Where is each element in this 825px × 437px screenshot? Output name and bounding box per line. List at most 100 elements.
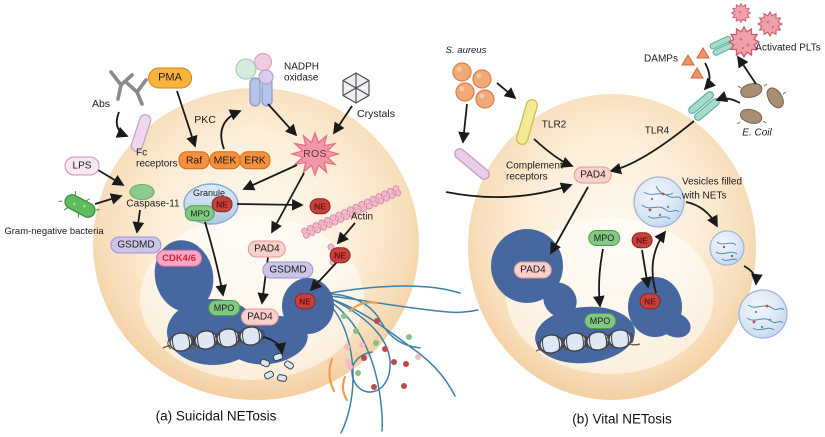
label-caspase-11: Caspase-11 <box>126 198 180 210</box>
label-gram-negative-bacteria: Gram-negative bacteria <box>4 225 104 237</box>
activated-platelets <box>728 3 783 58</box>
complement-receptor-rod <box>454 148 490 180</box>
damp-triangles <box>681 47 710 79</box>
arrow-crystals-to-ros <box>333 105 353 135</box>
arrow-chromatin-release <box>262 336 287 355</box>
badge-pma: PMA <box>148 67 192 89</box>
arrow-bacteria-to-caspase <box>94 193 123 205</box>
arrow-tlr2-to-pad4 <box>533 138 574 168</box>
actin-filament <box>299 185 402 266</box>
label-fc-line1: Fc <box>136 147 148 159</box>
arrow-ecoli-to-platelets <box>737 55 757 85</box>
label-tlr2: TLR2 <box>541 119 567 131</box>
badge-pad4-nucleus-b: PAD4 <box>513 261 553 279</box>
badge-gsdmd-lower: GSDMD <box>262 261 314 279</box>
tlr4-rod <box>688 91 720 121</box>
arrow-actin-to-beads <box>336 222 356 245</box>
label-nadph-line1: NADPH <box>284 61 320 73</box>
badge-cdk4-6: CDK4/6 <box>156 249 202 267</box>
label-pkc: PKC <box>194 114 216 127</box>
net-fibers <box>329 285 479 434</box>
arrow-complement-to-pad4 <box>445 182 573 199</box>
label-ros: ROS <box>303 148 327 161</box>
e-coli-cluster <box>736 80 788 126</box>
badge-ne-below-actin: NE <box>329 247 351 263</box>
label-activated-plts: Activated PLTs <box>755 42 821 54</box>
arrow-abs-to-fc <box>115 111 129 138</box>
net-granule-dots <box>341 313 421 390</box>
label-nadph-line2: oxidase <box>284 72 319 84</box>
label-granule: Granule <box>192 188 226 199</box>
label-complement-line1: Complement <box>506 160 563 172</box>
arrow-ecoli-to-tlr4 <box>715 91 741 104</box>
label-e-coil: E. Coil <box>742 127 772 139</box>
net-fiber-orange-strands <box>328 301 379 402</box>
label-actin: Actin <box>350 211 374 223</box>
arrow-ros-to-pad4 <box>271 172 305 234</box>
arrow-pma-to-raf <box>176 90 198 148</box>
badge-raf: Raf <box>178 151 210 169</box>
badge-ne-nucleus-a: NE <box>294 293 316 309</box>
badge-mek: MEK <box>209 151 241 169</box>
arrow-mpo-to-nucleus-b <box>593 248 605 308</box>
badge-pad4-nucleus-a: PAD4 <box>240 308 280 326</box>
arrow-ne-to-nucleus-b <box>640 249 653 289</box>
platelet-bound-rod <box>709 35 735 56</box>
label-vesicles-line1: Vesicles filled <box>682 176 743 188</box>
fc-receptor-rod <box>130 114 152 152</box>
crystal-icon <box>342 72 370 104</box>
vesicle-released <box>738 289 788 339</box>
arrows-panel-a <box>94 90 356 355</box>
badge-mpo-nucleus-b: MPO <box>584 313 616 329</box>
badge-granule-ne: NE <box>211 196 233 212</box>
badge-erk: ERK <box>239 151 271 169</box>
badge-pad4-cytoplasm: PAD4 <box>247 240 287 258</box>
arrow-vesicle-release <box>743 265 763 286</box>
arrow-caspase-to-gsdmd <box>132 209 145 234</box>
arrow-pad4-to-nucleus-b <box>550 186 589 255</box>
label-tlr4: TLR4 <box>644 125 670 137</box>
arrow-nucleus-to-vesicle <box>651 230 667 294</box>
badge-ne-nucleus-b: NE <box>639 293 661 309</box>
gram-negative-bacterium <box>58 191 100 218</box>
nadph-oxidase-icon <box>235 52 274 107</box>
chromatin-a <box>162 325 267 354</box>
tlr2-rod <box>516 99 538 145</box>
arrow-saureus-to-tlr2 <box>496 82 517 100</box>
arrow-lps-to-caspase <box>97 169 125 186</box>
vesicle-large <box>633 176 685 228</box>
caption-panel-a: (a) Suicidal NETosis <box>155 408 277 424</box>
arrow-mpo-to-nucleus <box>204 221 227 297</box>
arrow-ne-to-actin <box>236 198 304 211</box>
badge-lps: LPS <box>64 156 100 176</box>
badge-pad4-membrane-b: PAD4 <box>573 166 613 184</box>
badge-ne-near-actin: NE <box>309 198 331 214</box>
caption-panel-b: (b) Vital NETosis <box>572 411 672 427</box>
caspase-oval <box>129 183 155 201</box>
arrow-ros-to-granule <box>242 164 298 191</box>
badge-gsdmd-upper: GSDMD <box>110 236 162 254</box>
arrow-tlr4-to-pad4 <box>609 120 695 175</box>
label-complement-line2: receptors <box>506 171 548 183</box>
label-fc-line2: receptors <box>136 158 178 170</box>
arrow-nadph-to-ros <box>267 103 298 137</box>
arrow-damps-to-tlr4 <box>703 62 716 91</box>
badge-mpo-nucleus-a: MPO <box>208 300 240 316</box>
label-vesicles-line2: with NETs <box>682 190 727 202</box>
arrow-erk-to-nadph <box>220 109 242 150</box>
arrow-ne-to-nucleus <box>309 261 338 292</box>
badge-ne-cytoplasm-b: NE <box>631 232 653 248</box>
vesicle-budding <box>709 230 745 266</box>
label-abs: Abs <box>91 98 111 111</box>
s-aureus-cluster <box>452 62 495 109</box>
badge-granule-mpo: MPO <box>184 205 216 221</box>
label-crystals: Crystals <box>357 108 395 121</box>
chromatin-b <box>535 328 641 356</box>
arrows-panel-b <box>445 55 763 308</box>
label-damps: DAMPs <box>644 53 678 65</box>
arrow-saureus-to-complement <box>458 103 470 144</box>
badge-mpo-cytoplasm-b: MPO <box>588 230 620 246</box>
antibody-icon <box>109 70 148 106</box>
